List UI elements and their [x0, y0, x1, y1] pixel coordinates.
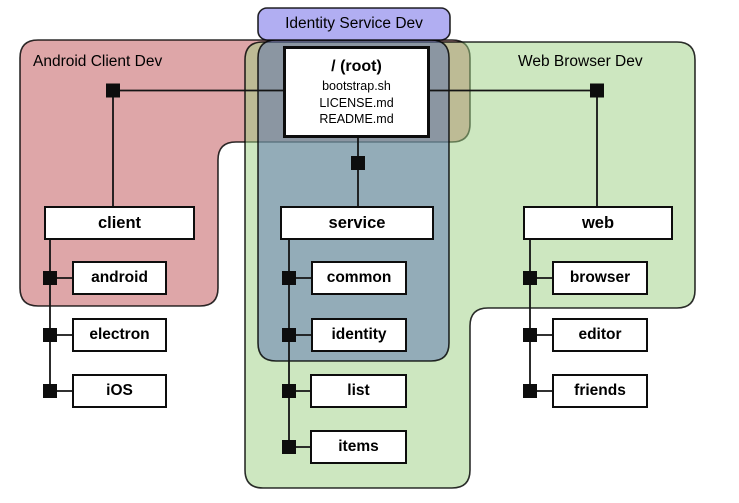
android-region-label: Android Client Dev — [33, 53, 163, 70]
junction-square — [282, 271, 296, 285]
root-file: bootstrap.sh — [322, 79, 391, 94]
junction-square — [523, 271, 537, 285]
identity-badge — [257, 7, 451, 41]
service-children-stubs — [289, 277, 312, 448]
node-friends: friends — [552, 374, 648, 408]
root-title: / (root) — [331, 58, 382, 76]
junction-square — [590, 83, 604, 98]
root-file: README.md — [319, 112, 394, 127]
node-ios: iOS — [72, 374, 167, 408]
node-editor: editor — [552, 318, 648, 352]
junction-square — [351, 156, 365, 170]
junction-square — [106, 83, 120, 98]
node-client: client — [44, 206, 195, 240]
junction-square — [523, 328, 537, 342]
junction-square — [43, 328, 57, 342]
node-items: items — [310, 430, 407, 464]
node-service: service — [280, 206, 434, 240]
node-browser: browser — [552, 261, 648, 295]
junction-square — [282, 384, 296, 398]
junction-square — [43, 384, 57, 398]
node-electron: electron — [72, 318, 167, 352]
web-region-label: Web Browser Dev — [518, 53, 643, 70]
identity-region-label: Identity Service Dev — [285, 15, 423, 32]
junction-square — [43, 271, 57, 285]
root-file: LICENSE.md — [319, 95, 394, 110]
junction-squares — [43, 83, 604, 454]
node-identity: identity — [311, 318, 407, 352]
node-list: list — [310, 374, 407, 408]
node-web: web — [523, 206, 673, 240]
tree-connectors — [49, 89, 598, 448]
junction-square — [282, 440, 296, 454]
node-android: android — [72, 261, 167, 295]
junction-square — [282, 328, 296, 342]
node-root: / (root) bootstrap.sh LICENSE.md README.… — [283, 46, 430, 138]
junction-square — [523, 384, 537, 398]
node-common: common — [311, 261, 407, 295]
